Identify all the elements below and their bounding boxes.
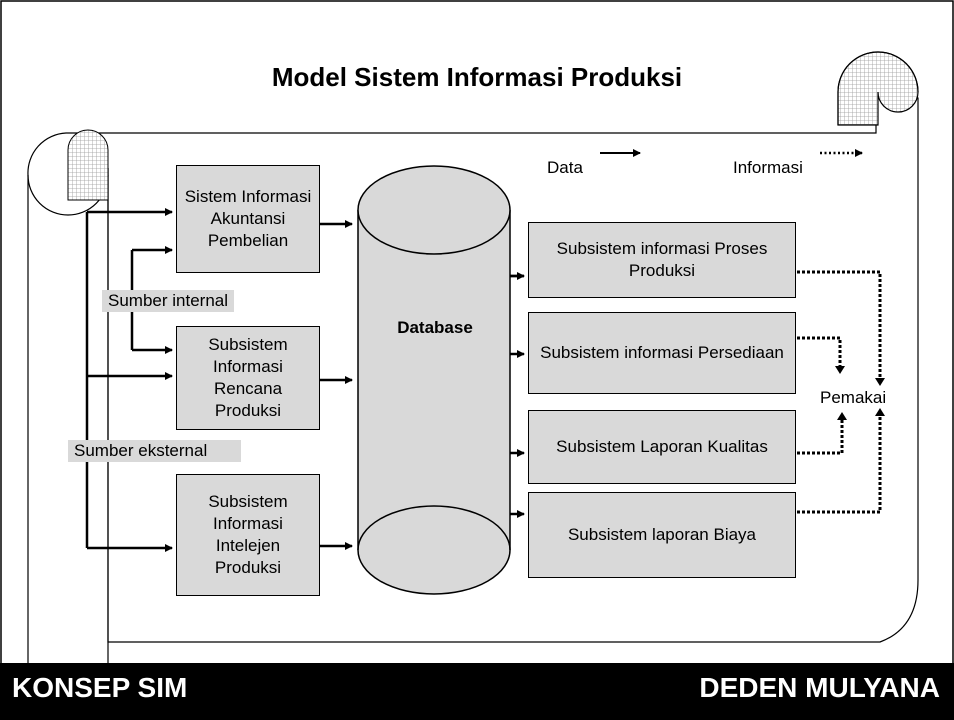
footer-bar — [0, 663, 954, 720]
source-internal-label: Sumber internal — [102, 290, 235, 312]
output-box-laporan-biaya: Subsistem laporan Biaya — [528, 492, 796, 578]
source-external-label: Sumber eksternal — [68, 440, 242, 462]
legend-info-label: Informasi — [733, 158, 803, 177]
scroll-left-edge — [27, 132, 67, 690]
input-box-akuntansi-pembelian: Sistem Informasi Akuntansi Pembelian — [176, 165, 320, 273]
info-flow-lines — [797, 270, 882, 514]
database-cylinder — [357, 165, 511, 595]
footer-left: KONSEP SIM — [12, 672, 188, 703]
input-box-intelejen-produksi: Subsistem Informasi Intelejen Produksi — [176, 474, 320, 596]
database-label: Database — [397, 318, 473, 337]
left-roll-icon — [67, 129, 109, 201]
input-box-rencana-produksi: Subsistem Informasi Rencana Produksi — [176, 326, 320, 430]
output-box-laporan-kualitas: Subsistem Laporan Kualitas — [528, 410, 796, 484]
output-box-persediaan: Subsistem informasi Persediaan — [528, 312, 796, 394]
legend-data-label: Data — [547, 158, 583, 177]
user-label: Pemakai — [820, 388, 887, 407]
page-title: Model Sistem Informasi Produksi — [271, 62, 683, 92]
footer-right: DEDEN MULYANA — [699, 672, 940, 703]
output-box-proses-produksi: Subsistem informasi Proses Produksi — [528, 222, 796, 298]
